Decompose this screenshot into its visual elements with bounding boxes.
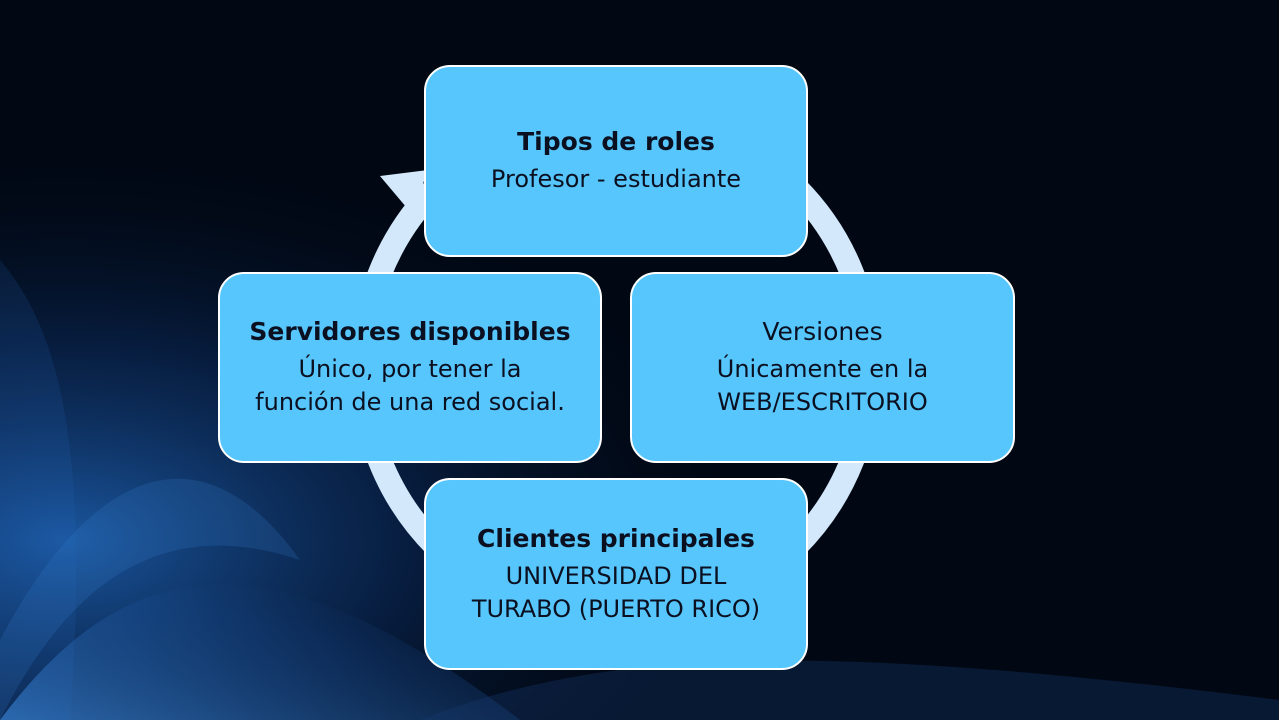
node-desc-line-1: UNIVERSIDAD DEL [505,561,727,590]
node-desc-line-2: WEB/ESCRITORIO [717,388,928,416]
node-desc-line-1: Únicamente en la [716,355,929,383]
cycle-node-servidores-disponibles: Servidores disponibles Único, por tener … [218,272,602,463]
node-desc: Profesor - estudiante [490,165,742,193]
cycle-node-tipos-de-roles: Tipos de roles Profesor - estudiante [424,65,808,257]
node-desc-line-1: Único, por tener la [298,355,522,383]
node-title: Servidores disponibles [249,317,571,346]
node-desc-line-2: función de una red social. [255,388,565,416]
cycle-node-versiones: Versiones Únicamente en la WEB/ESCRITORI… [630,272,1015,463]
cycle-arrowhead [380,170,428,214]
cycle-node-clientes-principales: Clientes principales UNIVERSIDAD DEL TUR… [424,478,808,670]
node-title: Tipos de roles [517,127,715,156]
node-title: Clientes principales [477,523,755,553]
node-title: Versiones [762,317,883,346]
node-desc-line-2: TURABO (PUERTO RICO) [471,594,761,623]
